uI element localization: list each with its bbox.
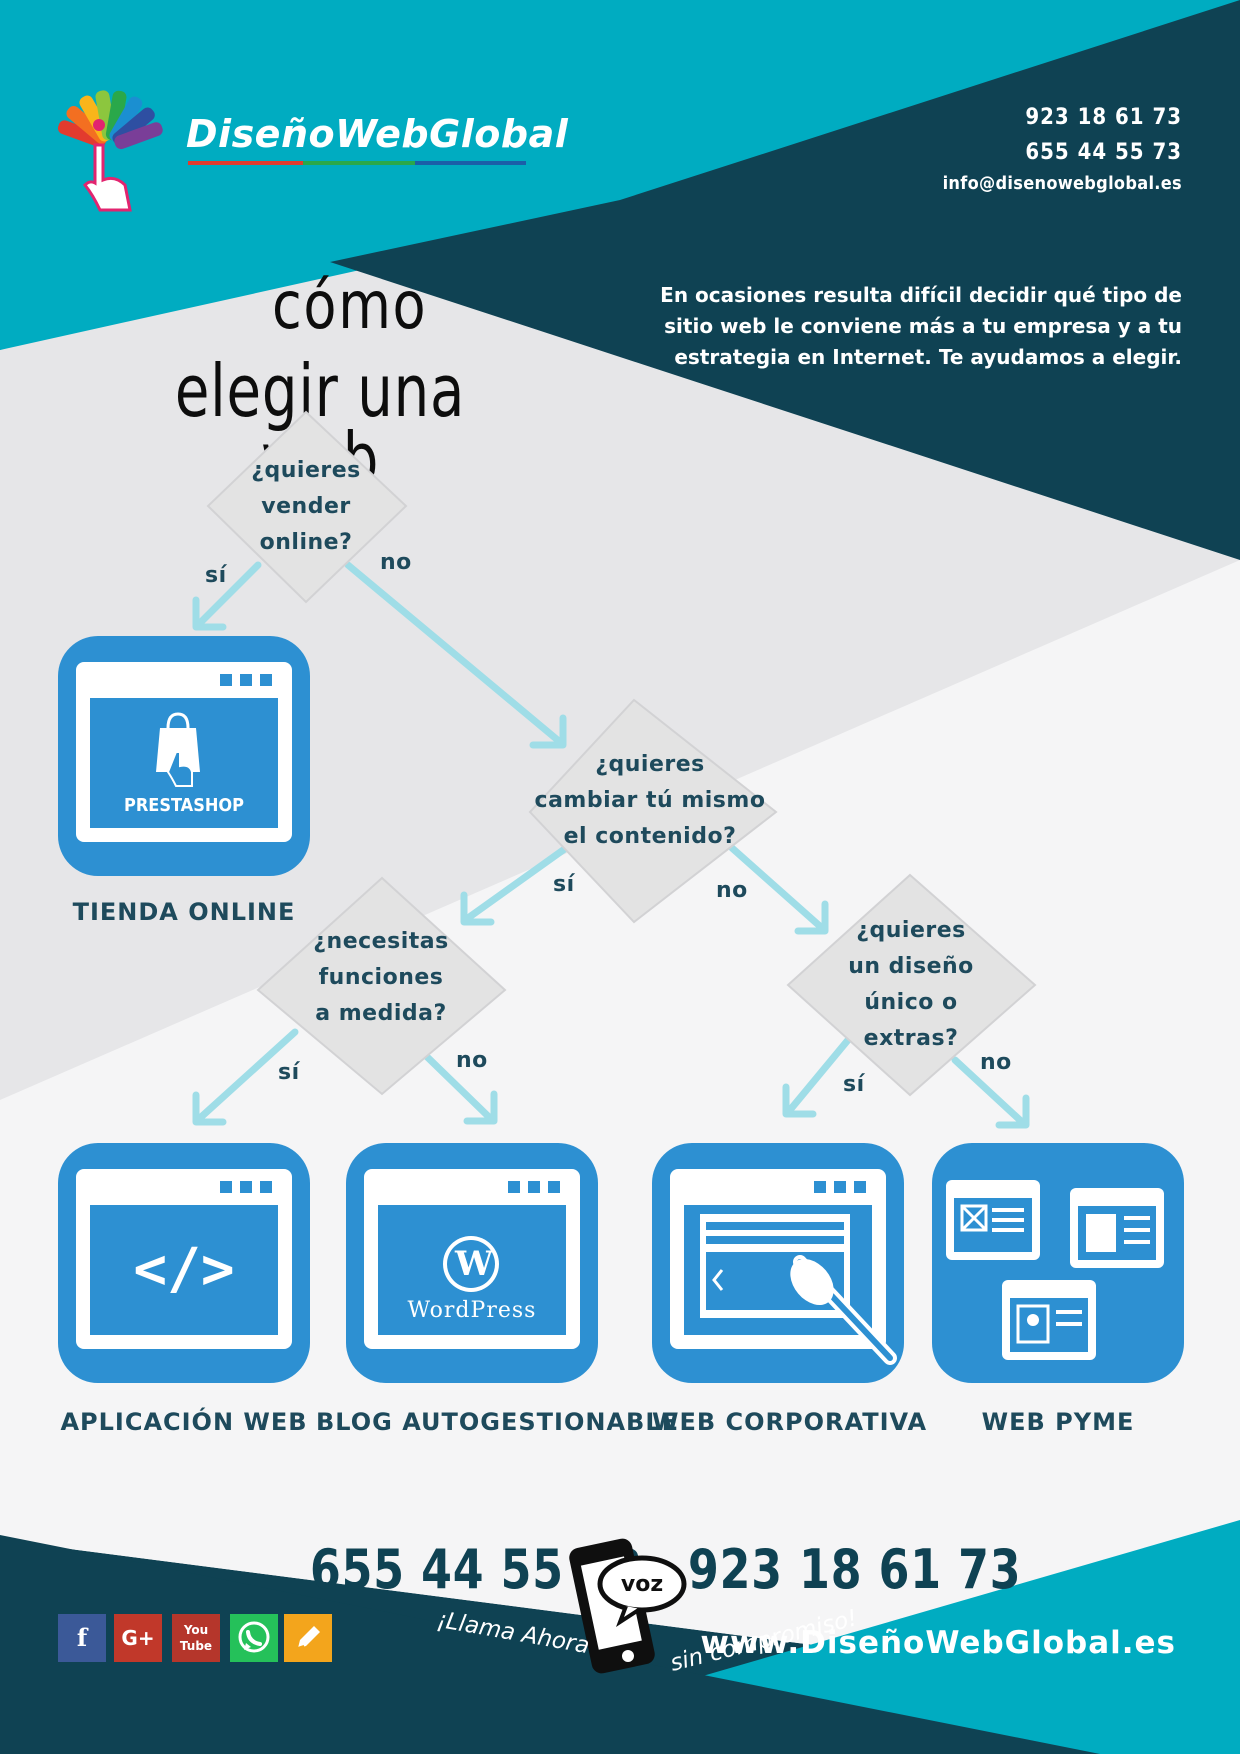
- label-q2-yes: sí: [553, 872, 575, 897]
- google-plus-icon[interactable]: G+: [114, 1614, 162, 1662]
- result-web-pyme: WEB PYME: [981, 1408, 1135, 1436]
- q4-line-2: un diseño: [848, 954, 974, 979]
- contact-block: 923 18 61 73 655 44 55 73 info@disenoweb…: [943, 100, 1182, 198]
- q2-line-2: cambiar tú mismo: [534, 788, 766, 813]
- q1-line-1: ¿quieres: [251, 458, 361, 483]
- edit-icon[interactable]: [284, 1614, 332, 1662]
- question-diseno-unico: ¿quieres un diseño único o extras?: [788, 913, 1034, 1057]
- arrow-q2-no: [728, 844, 826, 932]
- result-web-corporativa: WEB CORPORATIVA: [652, 1408, 928, 1436]
- arrow-q2-yes: [464, 844, 570, 922]
- whatsapp-icon[interactable]: [230, 1614, 278, 1662]
- wordpress-logo-icon: W: [455, 1244, 494, 1284]
- q4-line-3: único o: [864, 990, 958, 1015]
- intro-line-2: sitio web le conviene más a tu empresa y…: [664, 314, 1182, 338]
- website-url[interactable]: www.DiseñoWebGlobal.es: [700, 1625, 1176, 1661]
- intro-line-1: En ocasiones resulta difícil decidir qué…: [660, 283, 1182, 307]
- arrowhead-q3-no: [463, 1090, 498, 1125]
- diamond-q3: [256, 876, 507, 1096]
- intro-line-3: estrategia en Internet. Te ayudamos a el…: [674, 345, 1182, 369]
- label-q2-no: no: [716, 878, 748, 903]
- title-line-1: cómo: [272, 267, 428, 344]
- brand-underline: [188, 161, 526, 166]
- contact-phone-2[interactable]: 655 44 55 73: [1025, 140, 1182, 165]
- diamond-q2: [528, 698, 778, 924]
- diamond-q4: [786, 873, 1037, 1097]
- arrowhead-q2-yes: [460, 891, 495, 926]
- arrowhead-q1-yes: [192, 596, 227, 631]
- q4-line-4: extras?: [863, 1026, 959, 1051]
- question-funciones-medida: ¿necesitas funciones a medida?: [258, 924, 504, 1032]
- code-window-icon: [58, 1143, 310, 1383]
- q2-line-3: el contenido?: [563, 824, 737, 849]
- contact-email[interactable]: info@disenowebglobal.es: [942, 173, 1182, 194]
- wordpress-icon: [346, 1143, 598, 1383]
- phone-voice-icon: [569, 1538, 687, 1674]
- arrow-q1-yes: [196, 561, 262, 627]
- label-q1-yes: sí: [205, 563, 227, 588]
- arrow-q3-no: [416, 1046, 494, 1122]
- result-blog: BLOG AUTOGESTIONABLE: [316, 1408, 680, 1436]
- arrow-q3-yes: [196, 1028, 299, 1122]
- intro-text: En ocasiones resulta difícil decidir qué…: [622, 280, 1182, 373]
- wordpress-label: WordPress: [407, 1298, 537, 1323]
- arrow-q1-no: [344, 561, 564, 746]
- contact-phone-1[interactable]: 923 18 61 73: [1025, 105, 1182, 130]
- voz-label: voz: [620, 1572, 664, 1597]
- label-q4-no: no: [980, 1050, 1012, 1075]
- label-q1-no: no: [380, 550, 412, 575]
- result-tienda-online: TIENDA ONLINE: [72, 898, 296, 926]
- label-q3-yes: sí: [278, 1060, 300, 1085]
- q2-line-1: ¿quieres: [595, 752, 705, 777]
- arrowhead-q4-no: [995, 1094, 1030, 1129]
- label-q4-yes: sí: [843, 1072, 865, 1097]
- arrowhead-q2-no: [794, 900, 829, 935]
- arrowhead-q3-yes: [192, 1091, 227, 1126]
- question-vender-online: ¿quieres vender online?: [208, 453, 404, 561]
- facebook-icon[interactable]: f: [58, 1614, 106, 1662]
- q1-line-2: vender: [261, 494, 351, 519]
- arrowhead-q4-yes: [782, 1083, 817, 1118]
- q4-line-1: ¿quieres: [856, 918, 966, 943]
- prestashop-label: PRESTASHOP: [123, 795, 245, 816]
- q3-line-1: ¿necesitas: [313, 929, 449, 954]
- sme-web-icon: [932, 1143, 1184, 1383]
- brand-name: DiseñoWebGlobal: [186, 112, 569, 156]
- q1-line-3: online?: [259, 530, 353, 555]
- footer-phone-right[interactable]: 923 18 61 73: [688, 1538, 1022, 1601]
- question-cambiar-contenido: ¿quieres cambiar tú mismo el contenido?: [530, 747, 770, 855]
- q3-line-2: funciones: [318, 965, 444, 990]
- label-q3-no: no: [456, 1048, 488, 1073]
- prestashop-icon: [58, 636, 310, 876]
- arrowhead-q1-no: [529, 714, 567, 749]
- arrow-q4-yes: [786, 1036, 852, 1114]
- code-label: </>: [133, 1237, 235, 1302]
- diamond-q1: [206, 410, 408, 604]
- q3-line-3: a medida?: [315, 1001, 447, 1026]
- logo-icon: [57, 90, 163, 212]
- corporate-web-icon: [652, 1143, 904, 1383]
- arrow-q4-no: [951, 1056, 1026, 1126]
- result-aplicacion-web: APLICACIÓN WEB: [60, 1408, 308, 1436]
